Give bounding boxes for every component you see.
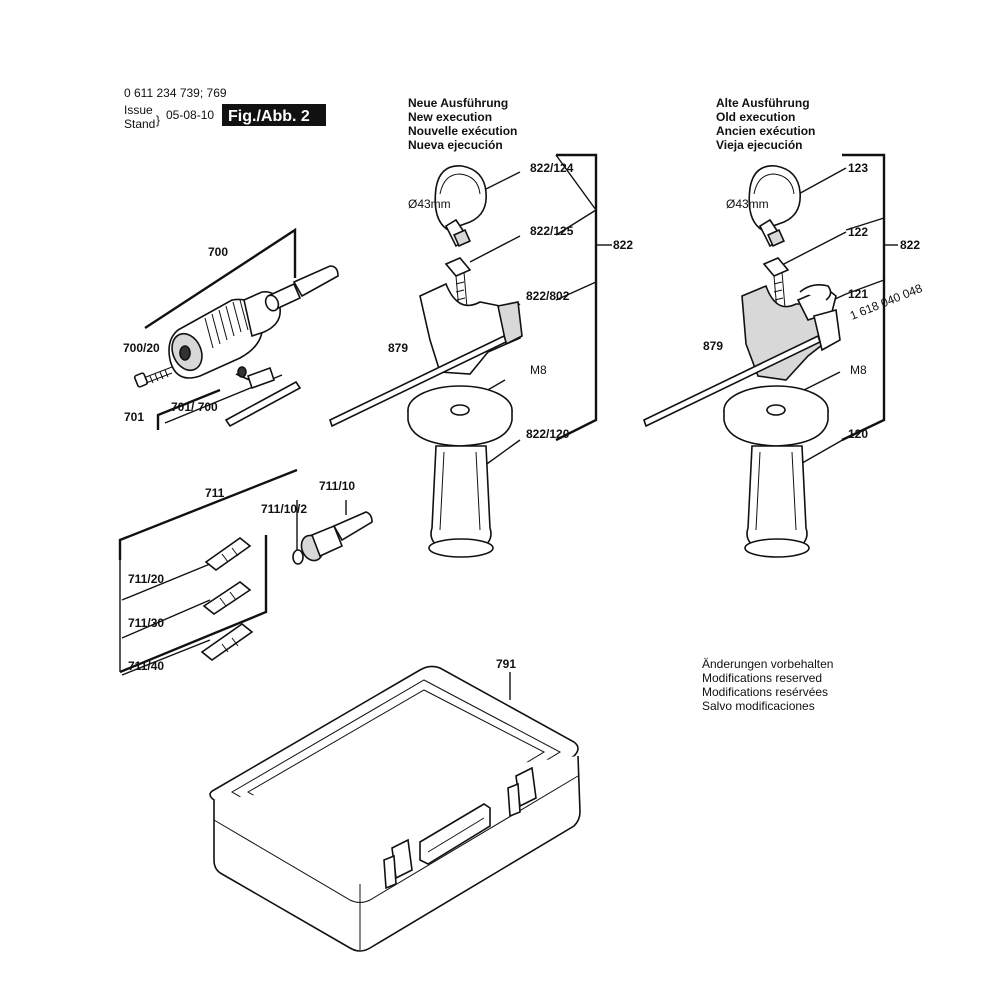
- old-execution-heading: Alte Ausführung Old execution Ancien exé…: [716, 96, 815, 152]
- new-execution-handle-group: 822/124 822/125 822 822/802 879 M8 822/1…: [329, 153, 633, 558]
- label-791: 791: [496, 657, 516, 671]
- bracket-822-old: [841, 153, 886, 442]
- clamp-band-part-old: [748, 165, 801, 248]
- modifications-es: Salvo modificaciones: [702, 699, 815, 713]
- label-diameter-new: Ø43mm: [408, 197, 451, 211]
- label-m8-new: M8: [530, 363, 547, 377]
- figure-badge: [222, 104, 326, 126]
- label-822-125: 822/125: [530, 224, 574, 238]
- handle-grip-part-old: [744, 445, 810, 558]
- label-822-120: 822/120: [526, 427, 570, 441]
- handle-disc-part-new: [407, 385, 513, 447]
- label-diameter-old: Ø43mm: [726, 197, 769, 211]
- carrying-case-group: 791: [209, 657, 581, 952]
- modifications-note: Änderungen vorbehalten Modifications res…: [702, 657, 833, 713]
- modifications-fr: Modifications resérvées: [702, 685, 828, 699]
- label-701: 701: [124, 410, 144, 424]
- carrying-case-part: [209, 665, 581, 952]
- label-711-20: 711/20: [128, 572, 164, 586]
- label-711-10-2: 711/10/2: [261, 502, 307, 516]
- screwdriver-bit-1-part: [204, 536, 252, 572]
- old-execution-es: Vieja ejecución: [716, 138, 803, 152]
- bracket-711: [118, 468, 298, 560]
- label-822-802: 822/802: [526, 289, 570, 303]
- depth-rod-part-old: [643, 334, 821, 428]
- label-711: 711: [205, 486, 225, 500]
- handle-grip-part-new: [428, 445, 494, 558]
- handle-collar-part-old: [741, 284, 841, 381]
- drill-chuck-part: [168, 291, 281, 379]
- new-execution-es: Nueva ejecución: [408, 138, 503, 152]
- clamp-band-part-new: [434, 165, 487, 248]
- label-701-700: 701/ 700: [171, 400, 218, 414]
- new-execution-de: Neue Ausführung: [408, 96, 508, 110]
- header-brace: }: [156, 113, 160, 127]
- bit-set-group: 711 711/10 711/10/2 711/20 711/30 711/40: [118, 468, 373, 676]
- label-822-124: 822/124: [530, 161, 574, 175]
- modifications-de: Änderungen vorbehalten: [702, 657, 833, 671]
- bracket-701: [156, 388, 221, 430]
- label-122: 122: [848, 225, 868, 239]
- part-numbers: 0 611 234 739; 769: [124, 86, 227, 100]
- issue-label: Issue: [124, 103, 153, 117]
- chuck-key-part: [224, 366, 302, 428]
- chuck-adapter-part: [264, 265, 339, 312]
- chuck-group: 700 700/20 701 701/ 700: [123, 227, 339, 430]
- new-execution-heading: Neue Ausführung New execution Nouvelle e…: [408, 96, 517, 152]
- handle-collar-part-new: [419, 282, 523, 375]
- label-m8-old: M8: [850, 363, 867, 377]
- stand-label: Stand: [124, 117, 155, 131]
- screwdriver-bit-2-part: [202, 581, 252, 615]
- handle-disc-part-old: [723, 385, 829, 447]
- issue-date: 05-08-10: [166, 108, 214, 122]
- modifications-en: Modifications reserved: [702, 671, 822, 685]
- label-822-old: 822: [900, 238, 920, 252]
- bit-holder-part: [292, 511, 373, 565]
- screwdriver-bit-3-part: [200, 623, 254, 661]
- label-879-old: 879: [703, 339, 723, 353]
- label-700: 700: [208, 245, 228, 259]
- old-execution-en: Old execution: [716, 110, 795, 124]
- figure-label: Fig./Abb. 2: [228, 108, 310, 125]
- label-711-30: 711/30: [128, 616, 164, 630]
- bracket-711-bits: [119, 535, 268, 674]
- bracket-700: [144, 227, 297, 330]
- label-120: 120: [848, 427, 868, 441]
- depth-rod-part-new: [329, 334, 507, 428]
- new-execution-fr: Nouvelle exécution: [408, 124, 517, 138]
- label-879-new: 879: [388, 341, 408, 355]
- bracket-822-new: [555, 153, 598, 442]
- label-711-10: 711/10: [319, 479, 355, 493]
- screw-700-20-part: [133, 366, 173, 388]
- old-execution-de: Alte Ausführung: [716, 96, 810, 110]
- old-execution-fr: Ancien exécution: [716, 124, 815, 138]
- old-execution-handle-group: 123 122 822 121 1 618 040 048 879 M8 120…: [643, 153, 925, 558]
- label-700-20: 700/20: [123, 341, 160, 355]
- label-123: 123: [848, 161, 868, 175]
- clamp-bolt-part-old: [762, 257, 790, 323]
- label-711-40: 711/40: [128, 659, 164, 673]
- label-121: 121: [848, 287, 868, 301]
- new-execution-en: New execution: [408, 110, 492, 124]
- label-822-new: 822: [613, 238, 633, 252]
